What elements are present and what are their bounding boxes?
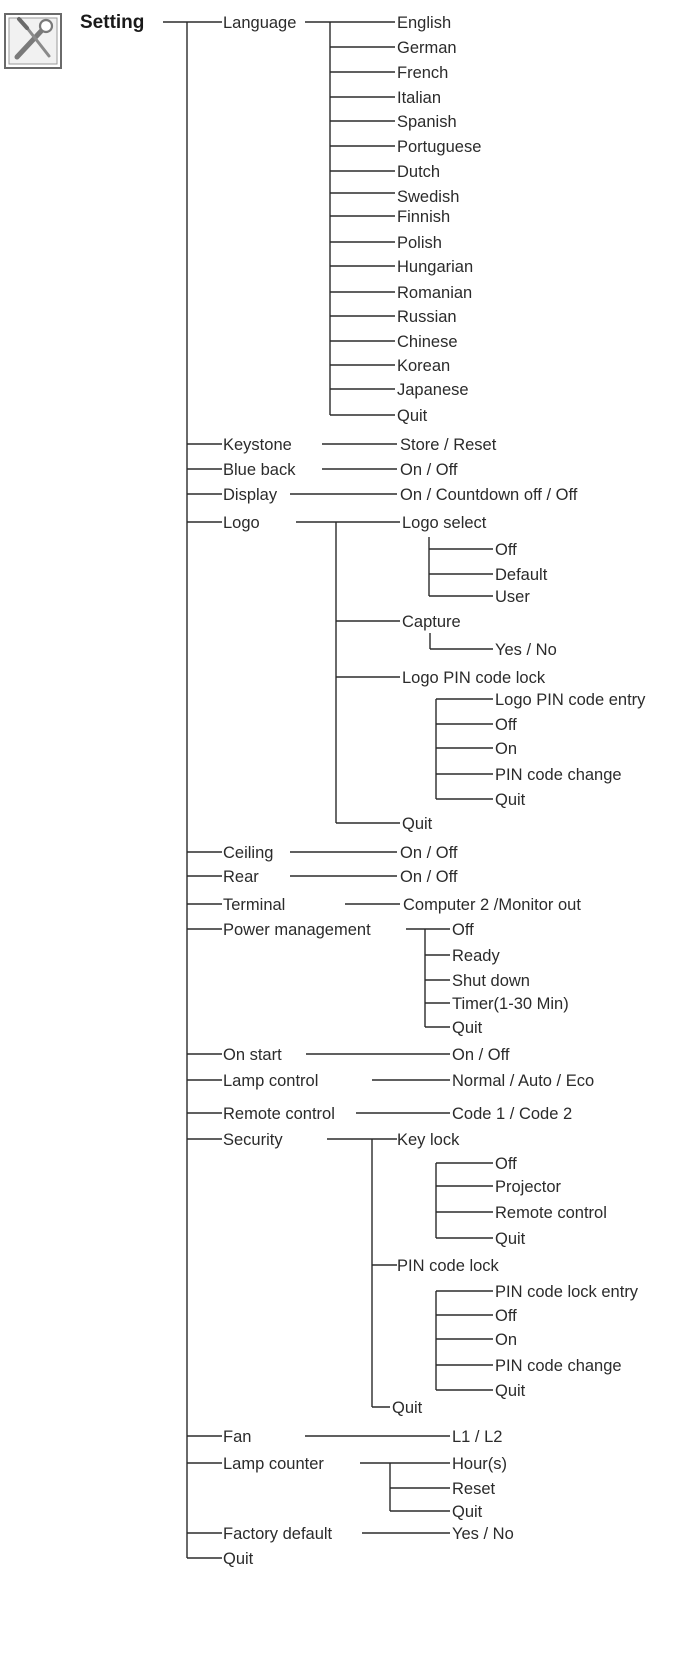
option-rear-value: On / Off (400, 868, 458, 886)
menu-item-lamp-counter: Lamp counter (223, 1455, 324, 1473)
option-blue-back-value: On / Off (400, 461, 458, 479)
option-power-ready: Ready (452, 947, 500, 965)
menu-item-ceiling: Ceiling (223, 844, 273, 862)
option-japanese: Japanese (397, 381, 469, 399)
menu-item-language: Language (223, 14, 296, 32)
option-display-value: On / Countdown off / Off (400, 486, 578, 504)
menu-item-blue-back: Blue back (223, 461, 296, 479)
tree-connector-lines (163, 21, 493, 1559)
option-german: German (397, 39, 457, 57)
option-key-lock-off: Off (495, 1155, 517, 1173)
option-terminal-value: Computer 2 /Monitor out (403, 896, 581, 914)
option-on-start-value: On / Off (452, 1046, 510, 1064)
option-key-lock-quit: Quit (495, 1230, 526, 1248)
option-logo-pin-on: On (495, 740, 517, 758)
menu-item-remote-control: Remote control (223, 1105, 335, 1123)
menu-item-keystone: Keystone (223, 436, 292, 454)
option-pin-lock-off: Off (495, 1307, 517, 1325)
menu-item-power-management: Power management (223, 921, 371, 939)
option-ceiling-value: On / Off (400, 844, 458, 862)
option-logo-pin-quit: Quit (495, 791, 526, 809)
option-portuguese: Portuguese (397, 138, 481, 156)
option-pin-code-lock-entry: PIN code lock entry (495, 1283, 639, 1301)
option-language-quit: Quit (397, 407, 428, 425)
menu-item-fan: Fan (223, 1428, 251, 1446)
option-pin-lock-quit: Quit (495, 1382, 526, 1400)
option-factory-default-value: Yes / No (452, 1525, 514, 1543)
menu-item-lamp-control: Lamp control (223, 1072, 318, 1090)
menu-item-rear: Rear (223, 868, 259, 886)
option-swedish: Swedish (397, 188, 459, 206)
submenu-pin-code-lock: PIN code lock (397, 1257, 500, 1275)
menu-item-logo: Logo (223, 514, 260, 532)
option-key-lock-projector: Projector (495, 1178, 562, 1196)
option-lamp-counter-hours: Hour(s) (452, 1455, 507, 1473)
option-logo-pin-code-entry: Logo PIN code entry (495, 691, 646, 709)
option-remote-control-value: Code 1 / Code 2 (452, 1105, 572, 1123)
submenu-logo-pin-code-lock: Logo PIN code lock (402, 669, 546, 687)
option-lamp-control-value: Normal / Auto / Eco (452, 1072, 594, 1090)
option-russian: Russian (397, 308, 457, 326)
option-logo-select-off: Off (495, 541, 517, 559)
option-power-shut-down: Shut down (452, 972, 530, 990)
option-logo-select-user: User (495, 588, 530, 606)
option-power-quit: Quit (452, 1019, 483, 1037)
option-dutch: Dutch (397, 163, 440, 181)
option-fan-value: L1 / L2 (452, 1428, 502, 1446)
option-logo-quit: Quit (402, 815, 433, 833)
menu-item-terminal: Terminal (223, 896, 285, 914)
option-spanish: Spanish (397, 113, 457, 131)
option-lamp-counter-reset: Reset (452, 1480, 496, 1498)
setting-title: Setting (80, 12, 144, 33)
option-capture-yes-no: Yes / No (495, 641, 557, 659)
option-polish: Polish (397, 234, 442, 252)
submenu-capture: Capture (402, 613, 461, 631)
menu-item-security: Security (223, 1131, 283, 1149)
option-logo-pin-off: Off (495, 716, 517, 734)
option-logo-pin-code-change: PIN code change (495, 766, 622, 784)
wrench-screwdriver-icon (4, 13, 62, 69)
option-chinese: Chinese (397, 333, 458, 351)
option-security-quit: Quit (392, 1399, 423, 1417)
option-finnish: Finnish (397, 208, 450, 226)
menu-item-factory-default: Factory default (223, 1525, 333, 1543)
option-pin-lock-on: On (495, 1331, 517, 1349)
option-french: French (397, 64, 448, 82)
option-key-lock-remote-control: Remote control (495, 1204, 607, 1222)
option-korean: Korean (397, 357, 450, 375)
option-logo-select-default: Default (495, 566, 548, 584)
submenu-logo-select: Logo select (402, 514, 487, 532)
option-lamp-counter-quit: Quit (452, 1503, 483, 1521)
option-italian: Italian (397, 89, 441, 107)
option-hungarian: Hungarian (397, 258, 473, 276)
menu-item-quit: Quit (223, 1550, 254, 1568)
option-english: English (397, 14, 451, 32)
menu-item-on-start: On start (223, 1046, 282, 1064)
option-power-timer: Timer(1-30 Min) (452, 995, 569, 1013)
option-romanian: Romanian (397, 284, 472, 302)
menu-item-display: Display (223, 486, 278, 504)
submenu-key-lock: Key lock (397, 1131, 460, 1149)
option-power-off: Off (452, 921, 474, 939)
option-pin-code-change: PIN code change (495, 1357, 622, 1375)
option-keystone-value: Store / Reset (400, 436, 497, 454)
